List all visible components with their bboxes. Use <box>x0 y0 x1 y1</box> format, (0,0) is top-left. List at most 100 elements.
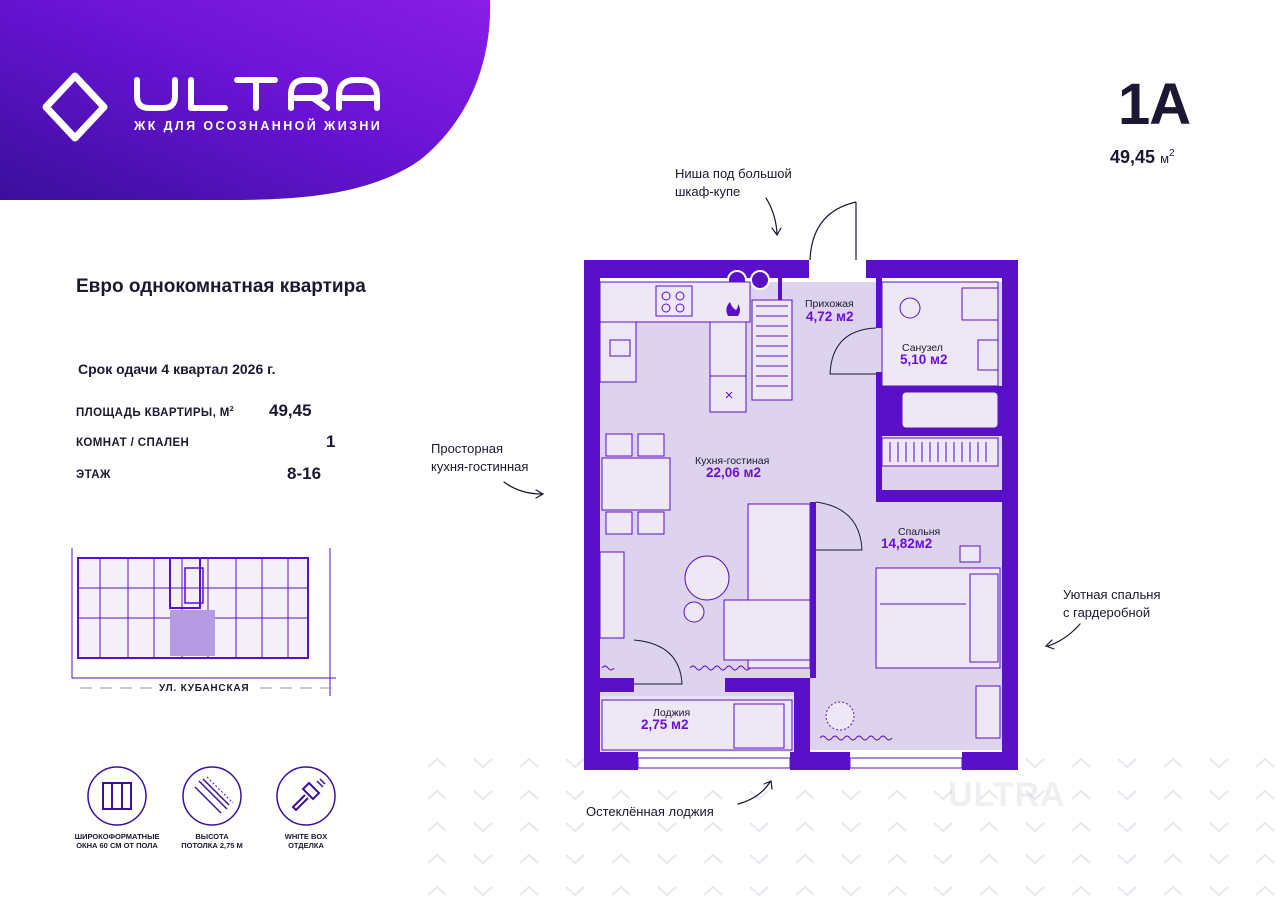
chevron-mark <box>1025 790 1045 801</box>
wall-top-right <box>866 260 1018 278</box>
callout-closet-line2: шкаф-купе <box>675 184 741 199</box>
apartment-code: 1А <box>1118 72 1191 137</box>
spec-area-label-power: 2 <box>229 406 235 413</box>
watermark: ULTRA <box>948 776 1066 815</box>
chevron-mark <box>1255 757 1275 768</box>
chevron-mark <box>749 886 769 897</box>
feature-whitebox-caption-1: WHITE BOX <box>284 832 328 841</box>
chevron-mark <box>979 821 999 832</box>
chevron-mark <box>1163 885 1183 896</box>
room-name-bathroom: Санузел <box>902 342 943 354</box>
feature-windows-caption-2: ОКНА 60 СМ ОТ ПОЛА <box>76 841 158 850</box>
chevron-mark <box>841 822 861 833</box>
paint-brush-icon <box>276 766 336 826</box>
callout-closet: Ниша под большой шкаф-купе <box>675 165 792 201</box>
chevron-mark <box>1209 886 1229 897</box>
chevron-mark <box>1117 854 1137 865</box>
chevron-mark <box>565 822 585 833</box>
chevron-mark <box>473 886 493 897</box>
callout-closet-line1: Ниша под большой <box>675 166 792 181</box>
chevron-mark <box>1025 854 1045 865</box>
callout-kitchen-line2: кухня-гостинная <box>431 459 529 474</box>
chevron-mark <box>1209 790 1229 801</box>
chevron-mark <box>427 789 447 800</box>
chevron-mark <box>933 822 953 833</box>
chevron-mark <box>427 821 447 832</box>
spec-area-label-text: ПЛОЩАДЬ КВАРТИРЫ, М <box>76 406 230 419</box>
chevron-mark <box>749 822 769 833</box>
chevron-mark <box>795 853 815 864</box>
spec-area-value: 49,45 <box>269 401 312 420</box>
chevron-mark <box>749 854 769 865</box>
chevron-mark <box>1071 885 1091 896</box>
feature-whitebox-caption-2: ОТДЕЛКА <box>288 841 324 850</box>
chevron-mark <box>795 789 815 800</box>
chevron-mark <box>1025 758 1045 769</box>
chevron-mark <box>703 789 723 800</box>
chevron-mark <box>1025 886 1045 897</box>
spec-area-label: ПЛОЩАДЬ КВАРТИРЫ, М2 <box>76 406 234 419</box>
chevron-mark <box>519 789 539 800</box>
logo-wordmark: ULTRA <box>133 74 380 111</box>
wall-bottom-left <box>584 752 638 770</box>
callout-bedroom: Уютная спальня с гардеробной <box>1063 586 1161 622</box>
chevron-mark <box>1255 853 1275 864</box>
chevron-mark <box>933 854 953 865</box>
spec-floor-label: ЭТАЖ <box>76 469 111 481</box>
chevron-mark <box>887 853 907 864</box>
callout-bedroom-line1: Уютная спальня <box>1063 587 1161 602</box>
floor-site-plan[interactable] <box>70 548 342 700</box>
chevron-mark <box>1117 822 1137 833</box>
wall-bottom-mid <box>790 752 850 770</box>
chevron-mark <box>1071 789 1091 800</box>
chevron-mark <box>979 885 999 896</box>
chevron-mark <box>841 790 861 801</box>
spec-floor-value: 8-16 <box>287 464 322 483</box>
chevron-mark <box>473 790 493 801</box>
wall-top-left <box>584 260 809 278</box>
ceiling-height-icon <box>182 766 242 826</box>
chevron-mark <box>1117 886 1137 897</box>
chevron-mark <box>1071 757 1091 768</box>
chevron-mark <box>473 822 493 833</box>
apartment-area: 49,45 м2 <box>1110 147 1175 168</box>
room-area-hallway: 4,72 м2 <box>806 309 854 324</box>
chevron-mark <box>473 758 493 769</box>
chevron-mark <box>841 886 861 897</box>
delivery-deadline: Срок одачи 4 квартал 2026 г. <box>78 361 276 377</box>
spec-rooms-label: КОМНАТ / СПАЛЕН <box>76 437 190 449</box>
chevron-mark <box>887 885 907 896</box>
callout-loggia: Остеклённая лоджия <box>586 804 714 819</box>
feature-ceiling-caption: ВЫСОТА ПОТОЛКА 2,75 М <box>152 832 272 850</box>
floor-plan <box>584 201 1018 770</box>
feature-windows-caption-1: ШИРОКОФОРМАТНЫЕ <box>74 832 160 841</box>
chevron-mark <box>1163 789 1183 800</box>
chevron-mark <box>795 885 815 896</box>
wall-left <box>584 260 600 770</box>
wall-right <box>1002 260 1018 770</box>
chevron-mark <box>1209 822 1229 833</box>
chevron-mark <box>1071 853 1091 864</box>
chevron-mark <box>1209 758 1229 769</box>
feature-ceiling-caption-2: ПОТОЛКА 2,75 М <box>181 841 243 850</box>
logo-text: ULTRA <box>133 74 137 75</box>
chevron-mark <box>887 821 907 832</box>
chevron-mark <box>841 854 861 865</box>
chevron-mark <box>1163 821 1183 832</box>
chevron-mark <box>657 854 677 865</box>
plant-icon <box>825 701 855 731</box>
chevron-mark <box>933 886 953 897</box>
room-name-kitchen: Кухня-гостиная <box>695 455 770 467</box>
chevron-mark <box>473 854 493 865</box>
chevron-mark <box>657 822 677 833</box>
callout-kitchen-line1: Просторная <box>431 441 504 456</box>
room-name-bedroom: Спальня <box>898 526 941 538</box>
logo-icon[interactable] <box>42 72 108 142</box>
chevron-mark <box>519 757 539 768</box>
chevron-mark <box>565 886 585 897</box>
chevron-mark <box>611 789 631 800</box>
chevron-mark <box>1163 757 1183 768</box>
chevron-mark <box>1255 821 1275 832</box>
header-banner <box>0 0 491 200</box>
spec-rooms-value: 1 <box>326 432 336 451</box>
